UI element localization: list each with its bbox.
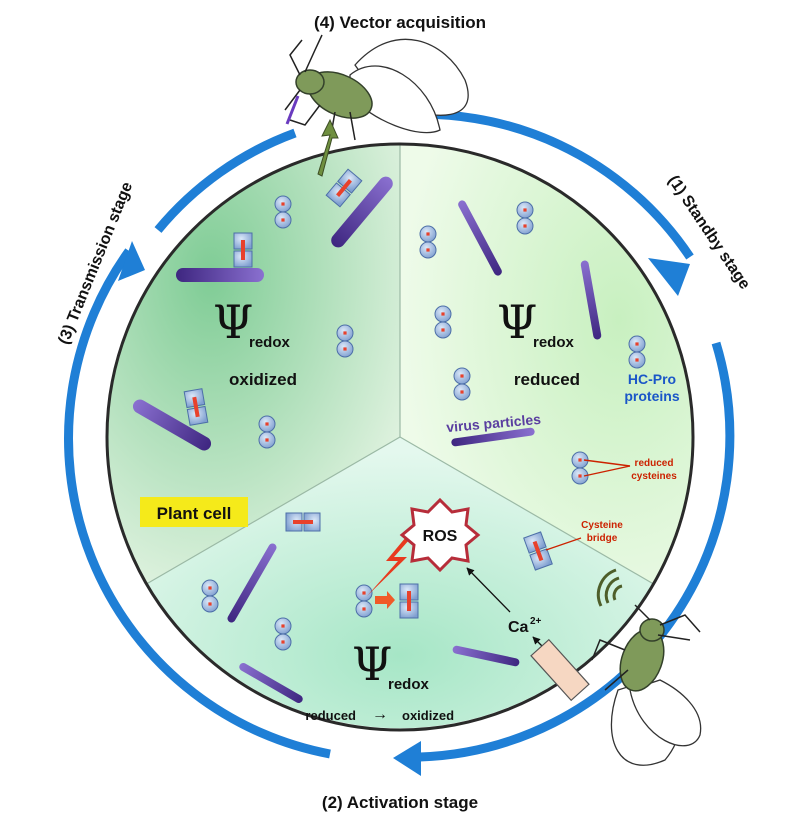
hc-pro-label-line2: proteins (624, 388, 679, 404)
psi-redox-reduced: Ψ redox reduced (497, 295, 580, 389)
hc-pro-label: HC-Pro (628, 371, 676, 387)
svg-text:Ψ: Ψ (352, 637, 392, 691)
calcium-label: Ca (508, 619, 529, 636)
svg-text:→: → (372, 706, 388, 723)
cycle-arrowhead-standby (648, 258, 690, 296)
svg-text:Ψ: Ψ (213, 295, 253, 349)
calcium-charge: 2+ (530, 616, 542, 627)
vibration-signal-icon (596, 568, 623, 607)
svg-text:reduced: reduced (305, 708, 356, 723)
virus-particles-activation (227, 543, 520, 703)
virus-particles-reduced (451, 200, 602, 447)
psi-redox-oxidized: Ψ redox oxidized (213, 295, 297, 389)
plant-cell-outline (105, 142, 695, 732)
svg-text:Ψ: Ψ (497, 295, 537, 349)
aphid-stylet (530, 638, 590, 702)
oxidation-arrow (375, 591, 395, 609)
aphid-bottom-icon (591, 568, 702, 766)
svg-text:Plant cell: Plant cell (157, 504, 232, 523)
cycle-arrowhead-activation (393, 741, 421, 776)
cycle-arrowhead-transmission (118, 241, 145, 281)
calcium-to-ros-arrow (466, 567, 511, 613)
reduced-cysteines-label: reduced (635, 458, 674, 469)
svg-text:redox: redox (533, 334, 575, 351)
svg-text:reduced: reduced (514, 370, 580, 389)
cysteine-bridge-pointer (545, 537, 582, 551)
sector-dividers (146, 144, 654, 585)
reduced-cysteines-label-line2: cysteines (631, 471, 677, 482)
svg-text:oxidized: oxidized (402, 708, 454, 723)
virus-particles-oxidized (132, 176, 393, 451)
stage-label-activation: (2) Activation stage (322, 793, 478, 812)
sector-activation (147, 437, 653, 729)
aphid-top-icon (284, 34, 469, 177)
svg-text:redox: redox (249, 334, 291, 351)
sector-oxidized (108, 144, 401, 584)
cysteine-bridge-label: Cysteine (581, 520, 623, 531)
reduced-cysteines-pointer (583, 459, 631, 477)
sector-reduced (400, 144, 692, 584)
stage-label-vector-acquisition: (4) Vector acquisition (314, 13, 486, 32)
plant-cell-label: Plant cell (140, 497, 248, 527)
svg-text:oxidized: oxidized (229, 370, 297, 389)
svg-text:redox: redox (388, 676, 430, 693)
ros-label: ROS (423, 528, 458, 545)
ros-burst-icon (399, 497, 481, 573)
psi-redox-activation: Ψ redox reduced → oxidized (305, 637, 454, 723)
cysteine-bridge-label-line2: bridge (587, 533, 618, 544)
